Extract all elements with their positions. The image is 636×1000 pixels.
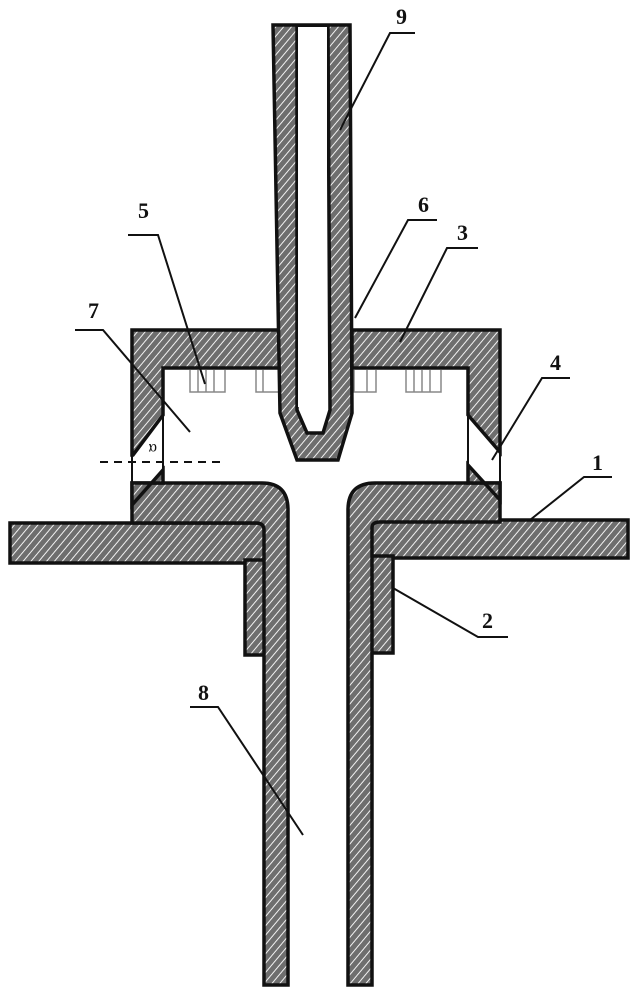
svg-text:3: 3 (457, 220, 468, 245)
tube-8-left-wall (130, 481, 290, 987)
svg-text:9: 9 (396, 4, 407, 29)
svg-text:2: 2 (482, 608, 493, 633)
angle-label: α (148, 440, 157, 457)
label-5: 5 (128, 198, 206, 385)
tube-9 (271, 23, 354, 462)
label-7: 7 (75, 298, 191, 433)
window-4-left (131, 415, 164, 505)
label-6: 6 (354, 192, 437, 319)
label-4: 4 (491, 350, 570, 461)
window-4-right (467, 415, 501, 500)
base-plate-1 (8, 521, 270, 565)
svg-text:1: 1 (592, 450, 603, 475)
label-9: 9 (339, 4, 415, 131)
nozzles-5 (189, 370, 442, 393)
cap-3-right (350, 328, 502, 457)
svg-text:7: 7 (88, 298, 99, 323)
svg-text:4: 4 (550, 350, 561, 375)
svg-text:8: 8 (198, 680, 209, 705)
tube-9-bore (298, 27, 327, 407)
label-8: 8 (190, 680, 304, 836)
tube-8-right-wall (346, 481, 502, 987)
base-plate-1-right (365, 518, 630, 560)
label-1: 1 (529, 450, 612, 521)
label-3: 3 (399, 220, 478, 343)
svg-text:5: 5 (138, 198, 149, 223)
label-2: 2 (392, 587, 508, 638)
svg-text:6: 6 (418, 192, 429, 217)
